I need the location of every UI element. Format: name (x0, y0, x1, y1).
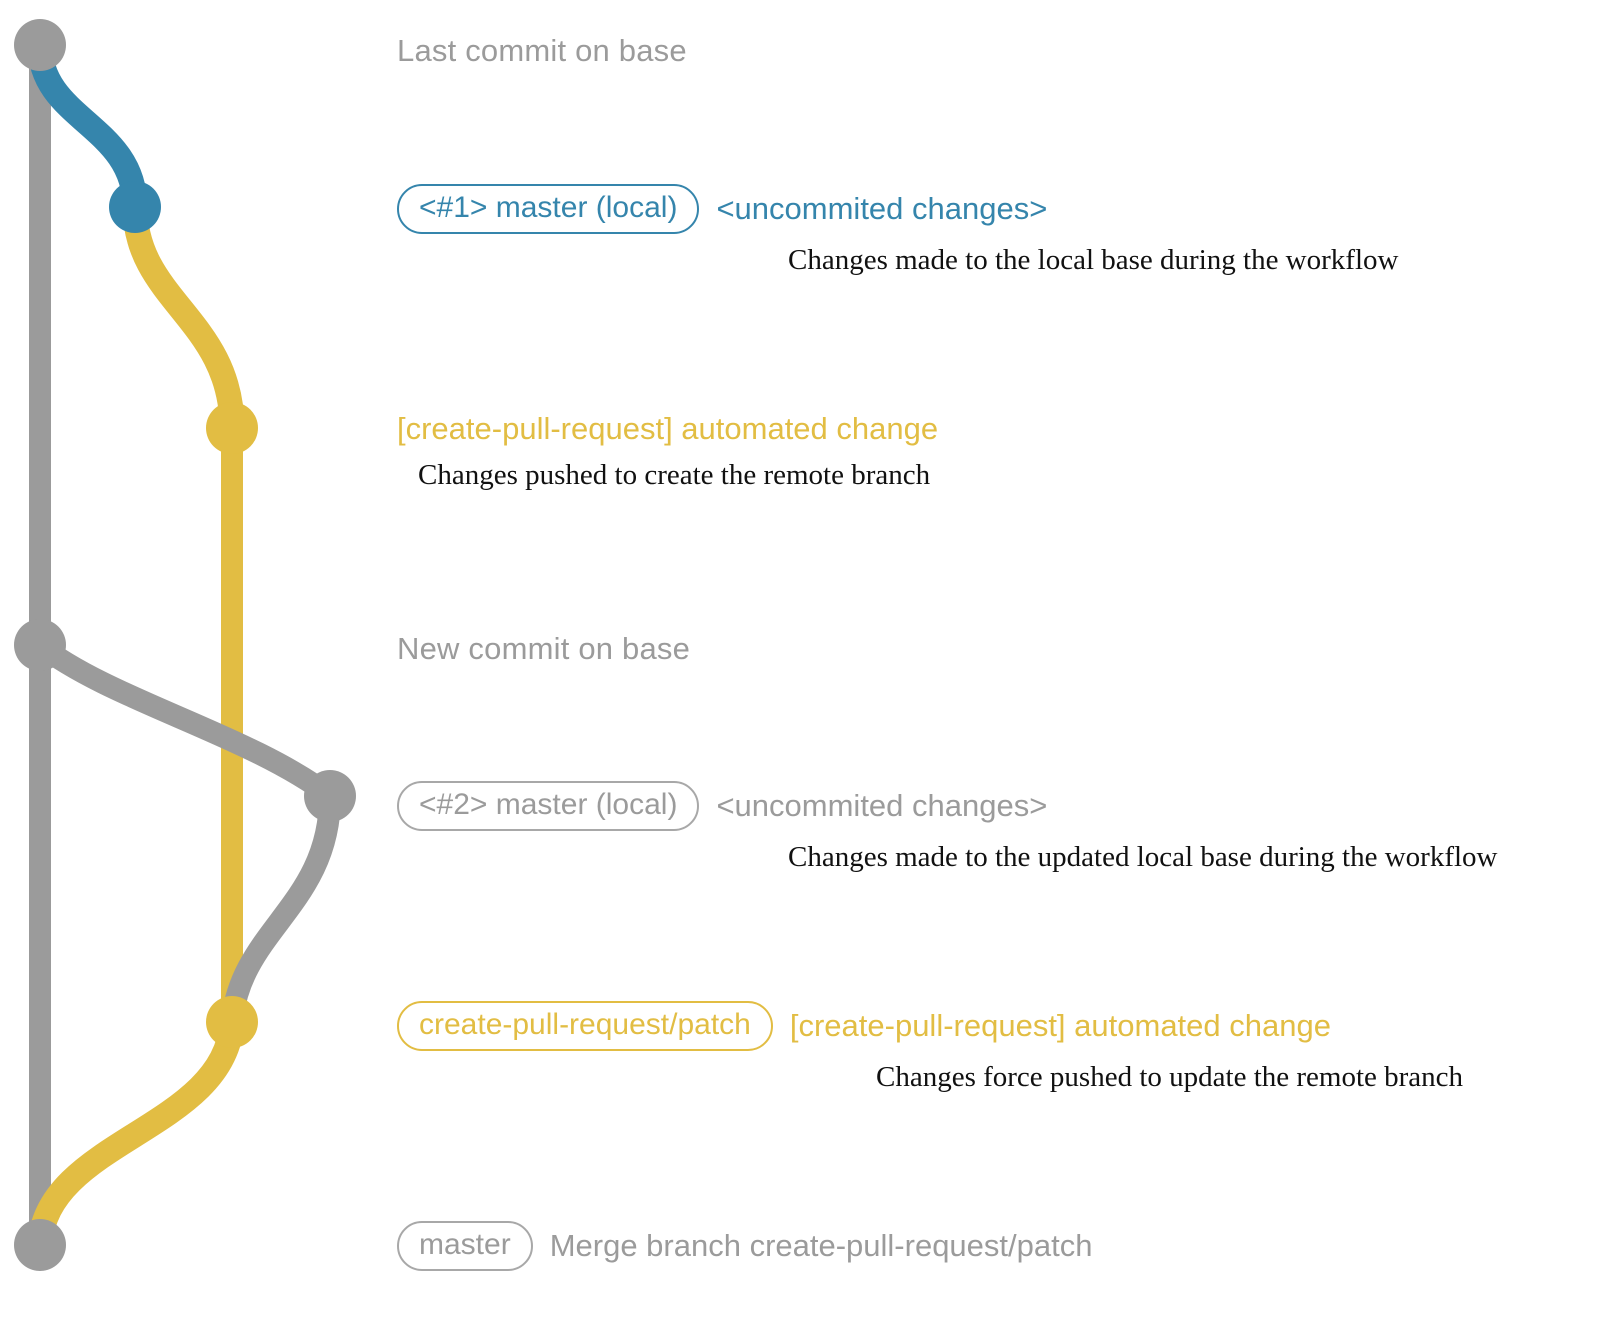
row-local-2-line: <#2> master (local) <uncommited changes> (397, 781, 1498, 831)
commit-message-local-1: <uncommited changes> (716, 191, 1048, 226)
edge-base-new-to-local-2 (29, 634, 341, 807)
badge-local-2[interactable]: <#2> master (local) (397, 781, 700, 831)
row-patch-1-line: [create-pull-request] automated change (397, 411, 938, 447)
row-patch-2-line: create-pull-request/patch [create-pull-r… (397, 1001, 1463, 1051)
commit-message-patch-1: [create-pull-request] automated change (397, 411, 939, 446)
badge-local-1[interactable]: <#1> master (local) (397, 184, 700, 234)
edge-local-2-to-patch-2 (221, 785, 341, 1033)
node-base-merge[interactable] (14, 1219, 66, 1271)
node-base-new[interactable] (14, 619, 66, 671)
node-base-last[interactable] (14, 19, 66, 71)
row-patch-1: [create-pull-request] automated change C… (397, 411, 938, 492)
row-patch-2: create-pull-request/patch [create-pull-r… (397, 1001, 1463, 1094)
edge-patch-2-to-base-merge (27, 1009, 245, 1258)
badge-master[interactable]: master (397, 1221, 533, 1271)
heading-last-commit-on-base: Last commit on base (397, 33, 687, 68)
commit-message-master-merge: Merge branch create-pull-request/patch (549, 1228, 1093, 1263)
description-local-2: Changes made to the updated local base d… (788, 841, 1498, 873)
row-last-commit-on-base: Last commit on base (397, 33, 687, 69)
graph-nodes (14, 19, 356, 1271)
description-patch-1: Changes pushed to create the remote bran… (418, 459, 931, 491)
node-local-1[interactable] (109, 181, 161, 233)
edge-local-1-to-patch-1 (122, 194, 245, 441)
badge-patch-2[interactable]: create-pull-request/patch (397, 1001, 773, 1051)
row-master-merge: master Merge branch create-pull-request/… (397, 1221, 1092, 1271)
commit-message-patch-2: [create-pull-request] automated change (789, 1008, 1331, 1043)
description-patch-2: Changes force pushed to update the remot… (876, 1061, 1464, 1093)
row-local-1: <#1> master (local) <uncommited changes>… (397, 184, 1398, 277)
row-master-merge-line: master Merge branch create-pull-request/… (397, 1221, 1092, 1271)
node-patch-1[interactable] (206, 402, 258, 454)
row-new-commit-on-base: New commit on base (397, 631, 690, 667)
node-patch-2[interactable] (206, 996, 258, 1048)
heading-new-commit-on-base: New commit on base (397, 631, 691, 666)
description-local-1: Changes made to the local base during th… (788, 244, 1399, 276)
row-local-1-line: <#1> master (local) <uncommited changes> (397, 184, 1398, 234)
row-local-2: <#2> master (local) <uncommited changes>… (397, 781, 1498, 874)
commit-message-local-2: <uncommited changes> (716, 788, 1048, 823)
node-local-2[interactable] (304, 770, 356, 822)
